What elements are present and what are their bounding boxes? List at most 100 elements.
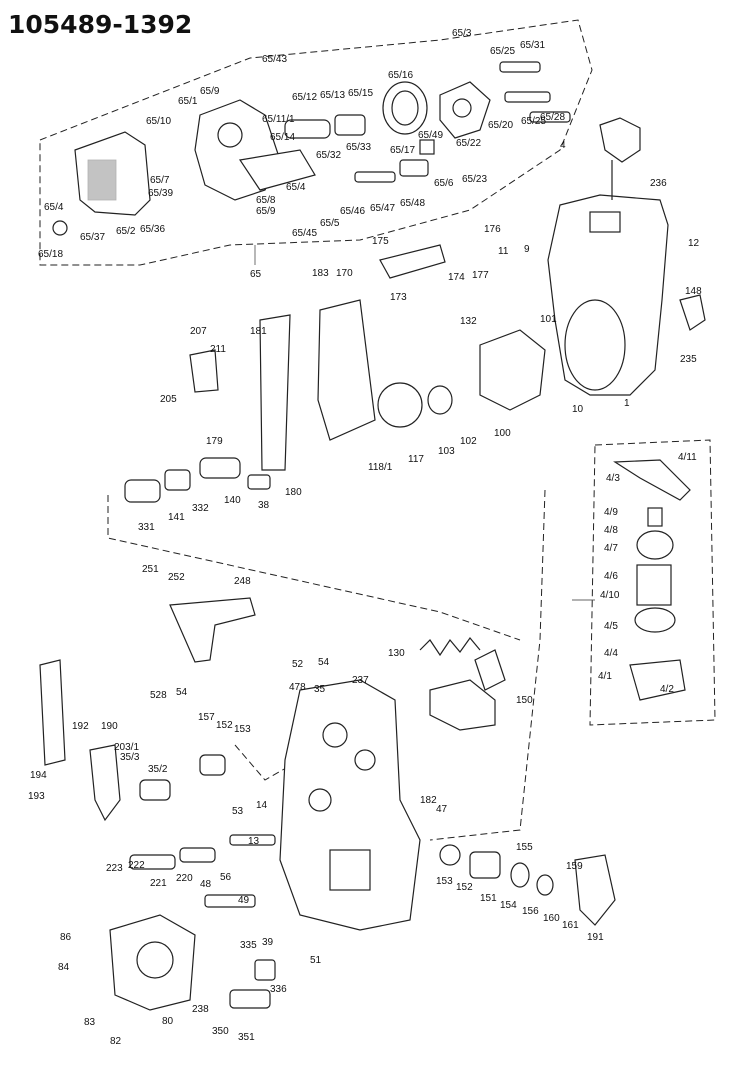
part-number-label: 100 [494, 428, 511, 439]
part-number-label: 1 [624, 398, 630, 409]
control-lever-set [189, 244, 546, 471]
part-number-label: 102 [460, 436, 477, 447]
part-number-label: 180 [285, 487, 302, 498]
part-number-label: 51 [310, 955, 322, 966]
part-number-label: 65/46 [340, 206, 365, 217]
spring-130 [419, 637, 481, 657]
part-number-label: 132 [460, 316, 477, 327]
part-number-label: 47 [436, 804, 448, 815]
part-number-label: 9 [524, 244, 530, 255]
connector-line-3 [429, 489, 546, 841]
governor-housing [547, 117, 706, 396]
part-number-label: 65/5 [320, 218, 340, 229]
part-number-label: 350 [212, 1026, 229, 1037]
part-number-label: 182 [420, 795, 437, 806]
part-number-label: 65/8 [256, 195, 276, 206]
part-number-label: 35/2 [148, 764, 168, 775]
part-number-label: 155 [516, 842, 533, 853]
part-number-label: 176 [484, 224, 501, 235]
part-number-label: 35 [314, 684, 326, 695]
part-number-label: 161 [562, 920, 579, 931]
adjusting-screws [354, 61, 571, 183]
lever-190-193 [39, 659, 121, 822]
part-number-label: 528 [150, 690, 167, 701]
part-number-label: 157 [198, 712, 215, 723]
part-number-label: 83 [84, 1017, 96, 1028]
part-number-label: 4 [560, 140, 566, 151]
part-number-label: 335 [240, 940, 257, 951]
part-number-label: 4/7 [604, 543, 618, 554]
part-number-label: 65/49 [418, 130, 443, 141]
part-number-label: 4/10 [600, 590, 620, 601]
part-number-label: 154 [500, 900, 517, 911]
part-number-label: 236 [650, 178, 667, 189]
bolt-set-lower [129, 754, 276, 1009]
part-number-label: 103 [438, 446, 455, 457]
part-number-label: 65/11/1 [262, 114, 295, 125]
part-number-label: 52 [292, 659, 304, 670]
part-number-label: 53 [232, 806, 244, 817]
part-number-label: 54 [176, 687, 188, 698]
part-number-label: 65/31 [520, 40, 545, 51]
part-number-label: 65/7 [150, 175, 170, 186]
part-number-label: 4/8 [604, 525, 618, 536]
part-number-label: 251 [142, 564, 159, 575]
part-number-label: 65/33 [346, 142, 371, 153]
part-number-label: 101 [540, 314, 557, 325]
part-number-label: 160 [543, 913, 560, 924]
part-number-label: 12 [688, 238, 700, 249]
part-number-label: 181 [250, 326, 267, 337]
bracket-248 [169, 597, 256, 663]
part-number-label: 65/3 [452, 28, 472, 39]
part-number-label: 65 [250, 269, 262, 280]
part-number-label: 4/1 [598, 671, 612, 682]
part-number-label: 4/11 [678, 452, 697, 463]
part-number-label: 11 [498, 246, 509, 257]
part-number-label: 65/37 [80, 232, 105, 243]
part-number-label: 331 [138, 522, 155, 533]
right-side-parts [439, 844, 616, 926]
part-number-label: 222 [128, 860, 145, 871]
part-number-label: 151 [480, 893, 497, 904]
part-number-label: 4/3 [606, 473, 620, 484]
drawing-number: 105489-1392 [8, 10, 192, 39]
part-number-label: 84 [58, 962, 70, 973]
part-number-label: 54 [318, 657, 330, 668]
part-number-label: 130 [388, 648, 405, 659]
part-number-label: 65/15 [348, 88, 373, 99]
part-number-label: 65/32 [316, 150, 341, 161]
part-number-label: 237 [352, 675, 369, 686]
part-number-label: 65/45 [292, 228, 317, 239]
part-number-label: 48 [200, 879, 212, 890]
part-number-label: 177 [472, 270, 489, 281]
part-number-label: 65/22 [456, 138, 481, 149]
part-number-label: 248 [234, 576, 251, 587]
part-number-label: 170 [336, 268, 353, 279]
part-number-label: 238 [192, 1004, 209, 1015]
part-number-label: 38 [258, 500, 270, 511]
part-number-label: 174 [448, 272, 465, 283]
part-number-label: 65/23 [462, 174, 487, 185]
part-number-label: 183 [312, 268, 329, 279]
cover-plate-80 [109, 914, 196, 1011]
part-number-label: 478 [289, 682, 306, 693]
part-number-label: 65/4 [44, 202, 64, 213]
part-number-label: 65/16 [388, 70, 413, 81]
part-number-label: 223 [106, 863, 123, 874]
governor-housing-upper [194, 99, 316, 201]
part-number-label: 205 [160, 394, 177, 405]
governor-lever-150 [429, 649, 506, 731]
governor-cover-plate [52, 131, 151, 236]
part-number-label: 65/43 [262, 54, 287, 65]
part-number-label: 49 [238, 895, 250, 906]
part-number-label: 65/1 [178, 96, 198, 107]
part-number-label: 39 [262, 937, 274, 948]
part-number-label: 173 [390, 292, 407, 303]
part-number-label: 159 [566, 861, 583, 872]
part-number-label: 65/36 [140, 224, 165, 235]
part-number-label: 141 [168, 512, 185, 523]
part-number-label: 65/6 [434, 178, 454, 189]
part-number-label: 65/47 [370, 203, 395, 214]
